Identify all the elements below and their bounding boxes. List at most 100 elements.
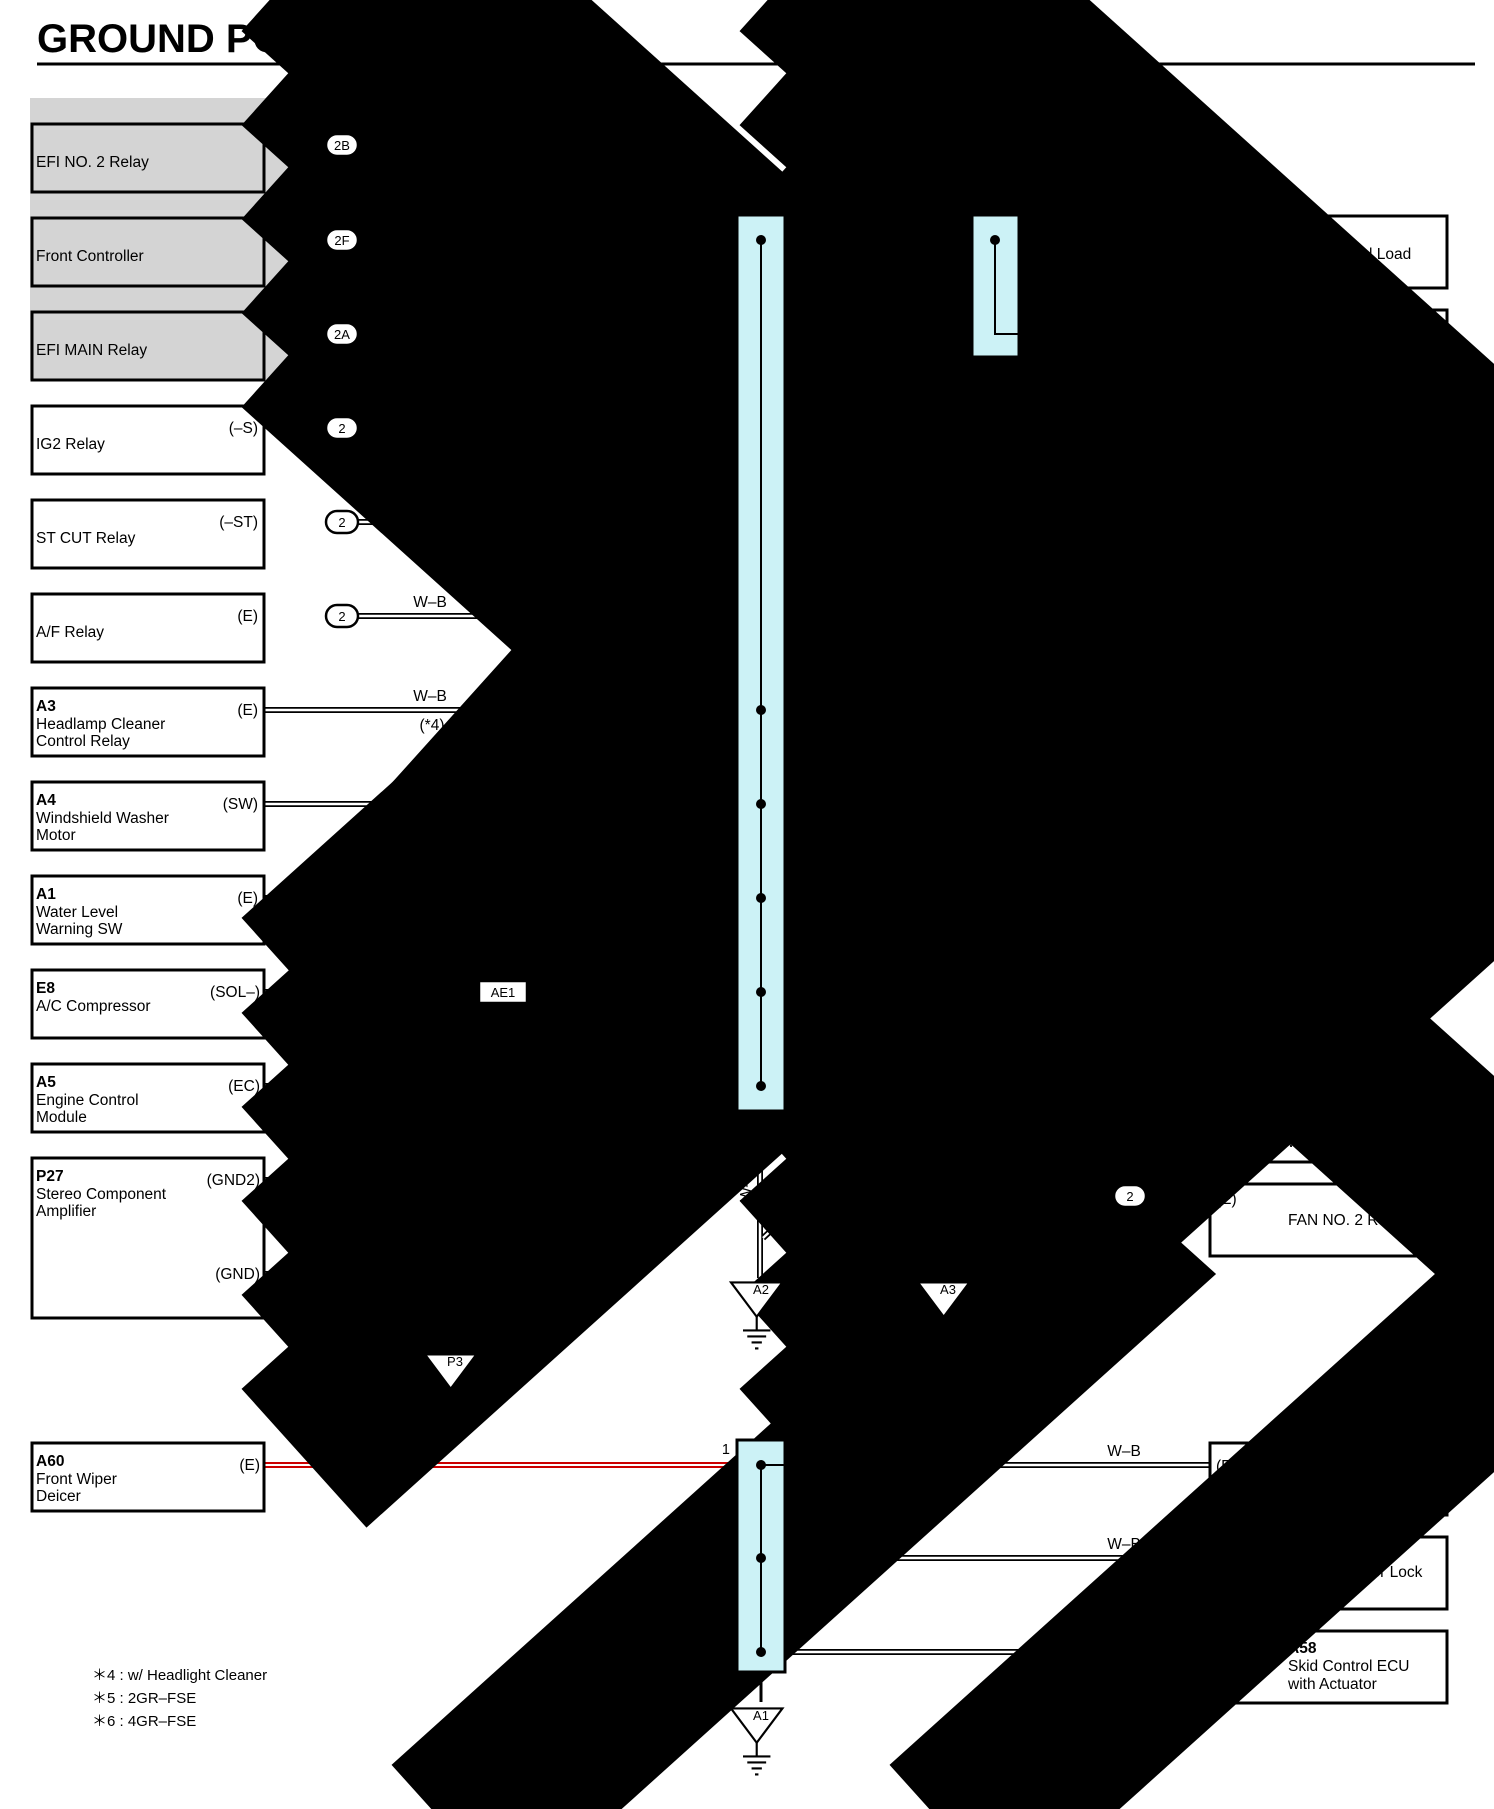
terminal-label: (–S) bbox=[229, 420, 258, 437]
svg-text:W–B: W–B bbox=[1095, 218, 1129, 235]
svg-text:W–B: W–B bbox=[413, 218, 447, 235]
svg-text:W–B: W–B bbox=[319, 1252, 353, 1269]
svg-text:W–B: W–B bbox=[547, 365, 564, 399]
svg-text:W–B: W–B bbox=[319, 1064, 353, 1081]
connector-code: 2 bbox=[338, 609, 345, 624]
terminal-label: (SW) bbox=[223, 796, 258, 813]
component-name: Skid Control ECU bbox=[1288, 1658, 1409, 1675]
svg-text:W–B: W–B bbox=[1061, 1082, 1095, 1099]
component-name: with Actuator bbox=[1287, 1676, 1377, 1693]
left-component-boxes bbox=[30, 122, 266, 1513]
connector-code: 2 bbox=[338, 421, 345, 436]
component-name: Motor bbox=[1288, 1489, 1328, 1506]
pin-number: 4 bbox=[956, 218, 964, 234]
svg-text:W–B: W–B bbox=[1061, 1174, 1095, 1191]
terminal-label: (E) bbox=[1216, 1551, 1237, 1568]
component-name: ST CUT Relay bbox=[36, 530, 136, 547]
connector-pin: 36 bbox=[495, 961, 511, 977]
ground-a2: A2 bbox=[729, 1281, 784, 1350]
connector-code: 2F bbox=[334, 233, 349, 248]
pin-number: 2 bbox=[792, 1442, 800, 1458]
component-name: Stereo Component bbox=[36, 1186, 167, 1203]
connector-code: 2A bbox=[334, 327, 350, 342]
a9-junction-connector: A9 Junction Connector 5 12 7 4 3 1 2 6 bbox=[722, 213, 865, 1134]
svg-text:W–B: W–B bbox=[860, 218, 894, 235]
svg-text:W–B: W–B bbox=[413, 500, 447, 517]
component-name: Amplifier bbox=[36, 1203, 96, 1220]
component-code: P27 bbox=[36, 1168, 64, 1185]
svg-text:W–B: W–B bbox=[413, 876, 447, 893]
component-code: A19 bbox=[1288, 1453, 1317, 1470]
left-connectors: 2B 2F 2A 2 2 2 3 1 7 bbox=[302, 0, 1426, 1460]
component-name: with Actuator bbox=[1287, 1134, 1377, 1151]
component-name: Deicer bbox=[36, 1488, 81, 1505]
component-code: A4 bbox=[36, 792, 56, 809]
component-name: Buzzer bbox=[1288, 1582, 1336, 1599]
pin-number: 12 bbox=[792, 218, 808, 234]
svg-text:W–B: W–B bbox=[413, 406, 447, 423]
svg-text:W–B: W–B bbox=[413, 123, 447, 140]
component-name: Sensing SW bbox=[1288, 264, 1374, 281]
pin-number: 3 bbox=[792, 1535, 800, 1551]
pin-number: 7 bbox=[722, 688, 730, 704]
component-name: EFI NO. 2 Relay bbox=[36, 154, 149, 171]
terminal-label: (E) bbox=[237, 702, 258, 719]
component-code: A16 bbox=[1288, 322, 1317, 339]
fan-relay-connector: 2 bbox=[1112, 1183, 1210, 1209]
component-name: Windshield Wiper bbox=[1288, 1471, 1409, 1488]
terminal-label: (SOL–) bbox=[210, 984, 260, 1001]
pin-number: 1 bbox=[1027, 218, 1035, 234]
connector-code: 2 bbox=[1126, 1189, 1133, 1204]
svg-text:W–B: W–B bbox=[413, 688, 447, 705]
component-name: FAN NO. 2 Relay bbox=[1288, 1212, 1407, 1229]
component-name: Skid Control ECU bbox=[1288, 1116, 1409, 1133]
component-code: A18 bbox=[1288, 1546, 1317, 1563]
svg-text:W–B: W–B bbox=[319, 1158, 353, 1175]
terminal-label: (E) bbox=[237, 608, 258, 625]
component-name: Front Controller bbox=[36, 248, 144, 265]
component-name: IG2 Relay bbox=[36, 436, 105, 453]
svg-text:W–B: W–B bbox=[835, 1174, 869, 1191]
pin-number: 1 bbox=[722, 1442, 730, 1458]
component-name: Brake Pedal Load bbox=[1288, 246, 1411, 263]
svg-text:W–B: W–B bbox=[601, 970, 635, 987]
ground-code: P3 bbox=[447, 1354, 463, 1369]
component-code: A58 bbox=[1288, 1097, 1317, 1114]
component-code: A5 bbox=[36, 1074, 56, 1091]
page-title: GROUND POINT bbox=[37, 17, 348, 61]
component-name: A/F Relay bbox=[36, 624, 104, 641]
pin-number: 4 bbox=[722, 782, 730, 798]
connector-code: AE1 bbox=[491, 985, 516, 1000]
ground-a3: A3 bbox=[916, 1281, 971, 1350]
terminal-label: (E) bbox=[1216, 327, 1237, 344]
pin-number: 2 bbox=[722, 1064, 730, 1080]
ground-code: A3 bbox=[940, 1282, 956, 1297]
pin-number: 3 bbox=[722, 876, 730, 892]
junction-label: Connector bbox=[714, 1588, 731, 1660]
connector-code: 2 bbox=[338, 515, 345, 530]
pin-number: 3 bbox=[1027, 312, 1035, 328]
right-component-boxes bbox=[1208, 214, 1449, 1705]
component-name: EFI MAIN Relay bbox=[36, 342, 147, 359]
terminal-label: (GND1) bbox=[1214, 1645, 1267, 1662]
component-name: Warning SW bbox=[36, 921, 123, 938]
component-name: Headlamp Cleaner bbox=[36, 716, 165, 733]
junction-label: Connector bbox=[793, 670, 865, 687]
terminal-label: (FSW–) bbox=[1216, 233, 1269, 250]
terminal-label: (E) bbox=[237, 890, 258, 907]
component-code: A1 bbox=[36, 886, 56, 903]
pin-number: 4 bbox=[792, 1629, 800, 1645]
component-name: Wireless Door Lock bbox=[1288, 1564, 1423, 1581]
connector-pin: 7 bbox=[338, 303, 346, 319]
svg-text:W–B: W–B bbox=[1095, 312, 1129, 329]
wire-note: (*4) bbox=[420, 717, 445, 734]
component-code: A58 bbox=[1288, 1640, 1317, 1657]
terminal-label: (E) bbox=[239, 1457, 260, 1474]
svg-text:W–B: W–B bbox=[413, 312, 447, 329]
junction-label: Junction bbox=[793, 653, 851, 670]
terminal-label: (–ST) bbox=[219, 514, 258, 531]
terminal-label: (GND2) bbox=[207, 1172, 260, 1189]
component-name: A/C Compressor bbox=[36, 998, 151, 1015]
component-code: A60 bbox=[36, 1453, 64, 1470]
component-name: Motor bbox=[36, 827, 76, 844]
